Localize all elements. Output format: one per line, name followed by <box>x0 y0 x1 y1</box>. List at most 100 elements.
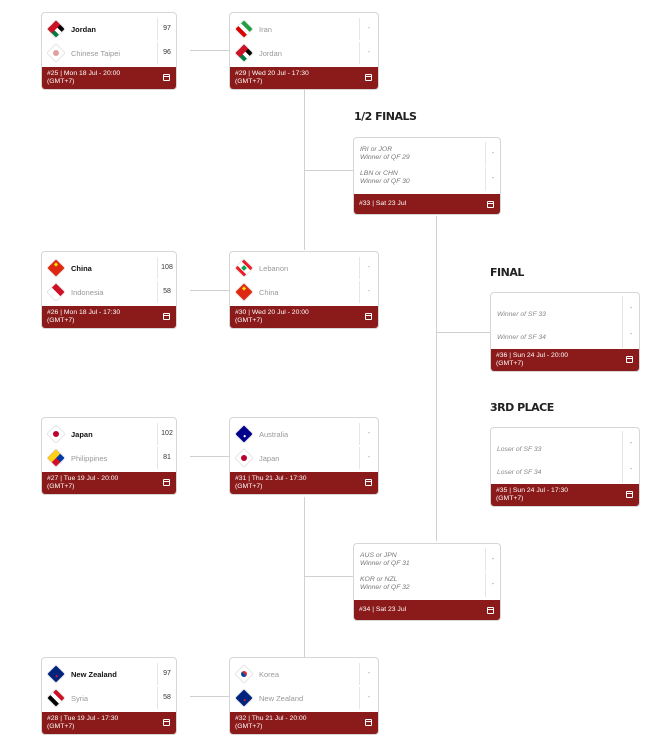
team-name: Lebanon <box>259 263 289 273</box>
match-card-35[interactable]: Loser of SF 33 - Loser of SF 34 - #35 | … <box>490 427 640 507</box>
calendar-icon[interactable] <box>365 74 372 81</box>
team-name: Philippines <box>71 453 108 463</box>
team-name: Australia <box>259 429 289 439</box>
team-name: New Zealand <box>259 693 304 703</box>
calendar-icon[interactable] <box>487 607 494 614</box>
match-date: #25 | Mon 18 Jul - 20:00 <box>47 70 121 77</box>
match-date: #33 | Sat 23 Jul <box>359 200 407 207</box>
calendar-icon[interactable] <box>163 719 170 726</box>
match-date: #29 | Wed 20 Jul - 17:30 <box>235 70 309 77</box>
connector <box>436 332 491 333</box>
connector <box>304 576 354 577</box>
match-card-30[interactable]: Lebanon - China - #30 | Wed 20 Jul - 20:… <box>229 251 379 329</box>
team-score: - <box>485 142 500 166</box>
calendar-icon[interactable] <box>365 479 372 486</box>
team-row: Philippines 81 <box>42 447 176 469</box>
calendar-icon[interactable] <box>487 201 494 208</box>
team-name: Japan <box>71 429 93 439</box>
match-info: #34 | Sat 23 Jul <box>354 600 500 620</box>
china-flag-icon <box>47 259 65 277</box>
new-zealand-flag-icon <box>235 689 253 707</box>
team-placeholder: Loser of SF 33 <box>497 446 542 453</box>
team-score: - <box>359 423 378 445</box>
timezone: (GMT+7) <box>496 495 524 502</box>
team-placeholder-note: Winner of QF 31 <box>360 560 410 567</box>
timezone: (GMT+7) <box>496 360 524 367</box>
team-row: Lebanon - <box>230 257 378 279</box>
match-info: #35 | Sun 24 Jul - 17:30(GMT+7) <box>491 484 639 506</box>
japan-flag-icon <box>235 449 253 467</box>
match-card-32[interactable]: Korea - New Zealand - #32 | Thu 21 Jul -… <box>229 657 379 735</box>
china-flag-icon <box>235 283 253 301</box>
match-info: #33 | Sat 23 Jul <box>354 194 500 214</box>
team-score: - <box>622 457 639 483</box>
calendar-icon[interactable] <box>365 313 372 320</box>
team-score: 58 <box>157 687 176 709</box>
team-score: 97 <box>157 18 176 40</box>
timezone: (GMT+7) <box>235 78 263 85</box>
team-score: - <box>622 431 639 457</box>
match-info: #28 | Tue 19 Jul - 17:30(GMT+7) <box>42 712 176 734</box>
team-name: China <box>259 287 279 297</box>
match-info: #26 | Mon 18 Jul - 17:30(GMT+7) <box>42 306 176 328</box>
connector <box>190 456 230 457</box>
team-placeholder: LBN or CHN <box>360 170 398 177</box>
team-placeholder-note: Winner of QF 29 <box>360 154 410 161</box>
match-card-28[interactable]: New Zealand 97 Syria 58 #28 | Tue 19 Jul… <box>41 657 177 735</box>
match-card-36[interactable]: Winner of SF 33 - Winner of SF 34 - #36 … <box>490 292 640 372</box>
calendar-icon[interactable] <box>626 356 633 363</box>
team-row: Indonesia 58 <box>42 281 176 303</box>
match-info: #32 | Thu 21 Jul - 20:00(GMT+7) <box>230 712 378 734</box>
team-score: - <box>622 296 639 322</box>
team-score: 96 <box>157 42 176 64</box>
match-date: #34 | Sat 23 Jul <box>359 606 407 613</box>
calendar-icon[interactable] <box>163 74 170 81</box>
team-name: New Zealand <box>71 669 117 679</box>
match-card-27[interactable]: Japan 102 Philippines 81 #27 | Tue 19 Ju… <box>41 417 177 495</box>
match-card-29[interactable]: Iran - Jordan - #29 | Wed 20 Jul - 17:30… <box>229 12 379 90</box>
team-name: Indonesia <box>71 287 104 297</box>
calendar-icon[interactable] <box>626 491 633 498</box>
match-card-33[interactable]: IRI or JOR Winner of QF 29 - LBN or CHN … <box>353 137 501 215</box>
team-score: 108 <box>157 257 176 279</box>
third-place-heading: 3RD PLACE <box>490 401 554 414</box>
calendar-icon[interactable] <box>365 719 372 726</box>
calendar-icon[interactable] <box>163 313 170 320</box>
team-score: - <box>359 687 378 709</box>
jordan-flag-icon <box>47 20 65 38</box>
match-card-34[interactable]: AUS or JPN Winner of QF 31 - KOR or NZL … <box>353 543 501 621</box>
match-info: #30 | Wed 20 Jul - 20:00(GMT+7) <box>230 306 378 328</box>
team-name: Jordan <box>71 24 97 34</box>
connector <box>436 216 437 541</box>
match-info: #29 | Wed 20 Jul - 17:30(GMT+7) <box>230 67 378 89</box>
team-name: China <box>71 263 92 273</box>
match-card-31[interactable]: Australia - Japan - #31 | Thu 21 Jul - 1… <box>229 417 379 495</box>
match-date: #35 | Sun 24 Jul - 17:30 <box>496 487 569 494</box>
timezone: (GMT+7) <box>47 483 75 490</box>
team-score: - <box>359 281 378 303</box>
match-info: #25 | Mon 18 Jul - 20:00(GMT+7) <box>42 67 176 89</box>
timezone: (GMT+7) <box>47 78 75 85</box>
timezone: (GMT+7) <box>47 317 75 324</box>
new-zealand-flag-icon <box>47 665 65 683</box>
team-row: New Zealand 97 <box>42 663 176 685</box>
match-date: #30 | Wed 20 Jul - 20:00 <box>235 309 309 316</box>
team-score: - <box>359 18 378 40</box>
calendar-icon[interactable] <box>163 479 170 486</box>
team-row: Japan - <box>230 447 378 469</box>
match-card-25[interactable]: Jordan 97 Chinese Taipei 96 #25 | Mon 18… <box>41 12 177 90</box>
team-placeholder: KOR or NZL <box>360 576 398 583</box>
team-name: Japan <box>259 453 280 463</box>
team-name: Chinese Taipei <box>71 48 121 58</box>
team-score: - <box>485 548 500 572</box>
match-info: #27 | Tue 19 Jul - 20:00(GMT+7) <box>42 472 176 494</box>
team-score: 102 <box>157 423 176 445</box>
match-card-26[interactable]: China 108 Indonesia 58 #26 | Mon 18 Jul … <box>41 251 177 329</box>
connector <box>190 50 230 51</box>
team-row: Jordan 97 <box>42 18 176 40</box>
team-score: - <box>485 167 500 191</box>
team-score: - <box>359 447 378 469</box>
connector <box>304 170 354 171</box>
team-name: Jordan <box>259 48 282 58</box>
match-date: #28 | Tue 19 Jul - 17:30 <box>47 715 119 722</box>
